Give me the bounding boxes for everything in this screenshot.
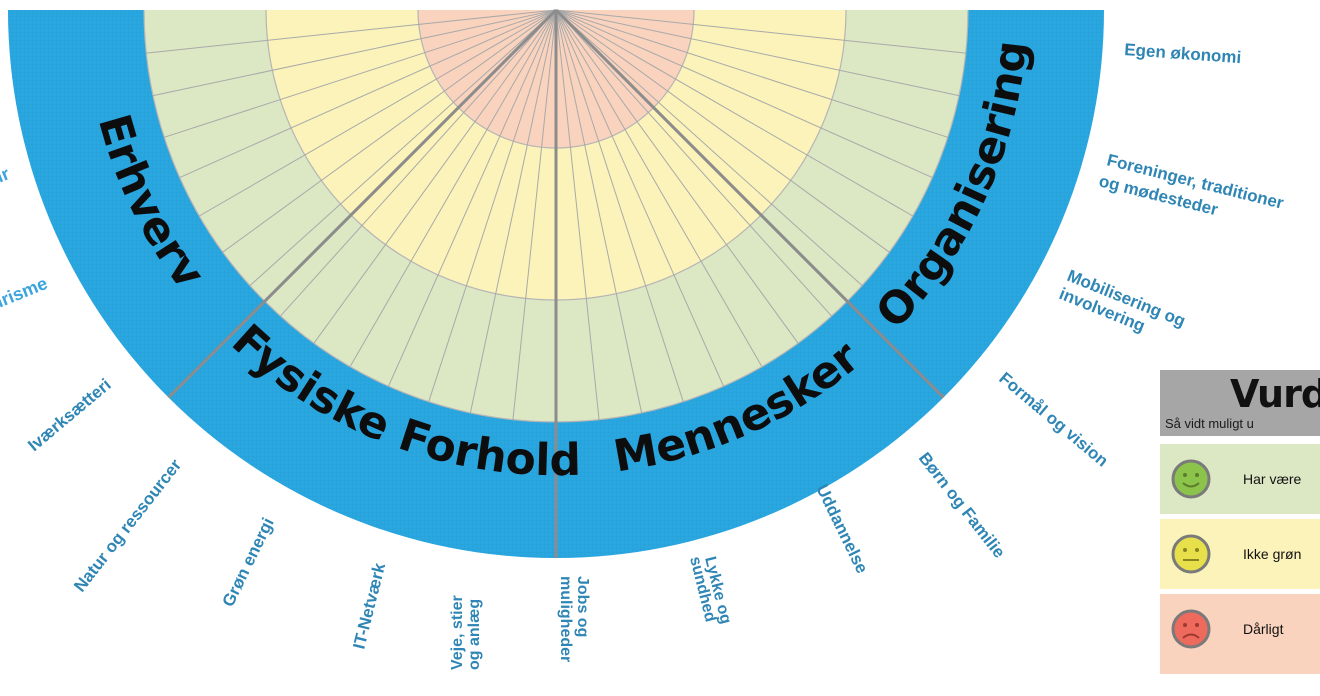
factor-spoke xyxy=(555,9,725,387)
factor-spoke xyxy=(349,9,557,368)
factor-spoke xyxy=(555,9,600,420)
factor-spoke xyxy=(249,9,557,287)
rating-legend: Vurd Så vidt muligt u Har være Ikke grøn… xyxy=(1160,370,1320,696)
legend-item-bad: Dårligt xyxy=(1160,594,1320,674)
factor-spoke xyxy=(555,9,763,368)
legend-header: Vurd Så vidt muligt u xyxy=(1160,370,1320,436)
factor-label-groen-energi: Grøn energi xyxy=(219,515,278,610)
factor-spoke xyxy=(279,9,557,317)
svg-text:Veje, stier: Veje, stier xyxy=(449,595,466,670)
legend-label-bad: Dårligt xyxy=(1243,621,1284,637)
sector-band xyxy=(8,10,1104,558)
band-grid-texture xyxy=(8,10,1104,558)
factor-spoke xyxy=(555,9,890,253)
factor-spoke xyxy=(222,9,557,253)
factor-spoke xyxy=(313,9,557,344)
factor-spoke xyxy=(469,9,557,414)
factor-spoke xyxy=(555,9,863,287)
neutral-smiley-icon xyxy=(1171,534,1211,574)
sector-divider xyxy=(167,8,558,399)
happy-smiley-icon xyxy=(1171,459,1211,499)
factor-spoke xyxy=(555,9,966,54)
factor-spoke xyxy=(198,9,557,217)
legend-label-good: Har være xyxy=(1243,471,1302,487)
factor-label-uddannelse: Uddannelse xyxy=(812,481,871,576)
sad-smiley-icon xyxy=(1171,609,1211,649)
factor-spoke xyxy=(555,9,643,414)
factor-label-lykke-og-sundhed: Lykke og sundhed xyxy=(686,555,734,626)
svg-text:Jobs og: Jobs og xyxy=(574,576,591,637)
factor-spoke xyxy=(555,9,799,344)
factor-spoke xyxy=(179,9,557,179)
factor-label-kultur: ur xyxy=(0,163,12,188)
sector-dividers xyxy=(167,8,945,558)
factor-spoke xyxy=(555,9,960,97)
legend-item-neutral: Ikke grøn xyxy=(1160,519,1320,589)
factor-label-natur-og-ressourcer: Natur og ressourcer xyxy=(70,455,185,595)
factor-spoke xyxy=(387,9,557,387)
factor-label-veje-stier-og-anlaeg: Veje, stier og anlæg xyxy=(449,595,483,670)
legend-title: Vurd xyxy=(1230,372,1320,416)
factor-label-mobilisering-og-involvering: Mobilisering og involvering xyxy=(1057,266,1189,336)
ring-good xyxy=(144,10,968,422)
factor-spoke xyxy=(428,9,557,402)
factor-spoke xyxy=(555,9,948,138)
factor-spoke xyxy=(555,9,914,217)
factor-label-jobs-og-muligheder: Jobs og muligheder xyxy=(557,576,591,662)
factor-label-boern-og-familie: Børn og Familie xyxy=(915,449,1009,562)
factor-spoke xyxy=(152,9,557,97)
svg-text:muligheder: muligheder xyxy=(557,576,574,662)
factor-label-egen-oekonomi: Egen økonomi xyxy=(1124,40,1242,67)
factor-spoke xyxy=(512,9,557,420)
factor-label-it-netvaerk: IT-Netværk xyxy=(349,561,389,651)
factor-spoke xyxy=(146,9,557,54)
factor-spoke xyxy=(555,9,833,317)
legend-label-neutral: Ikke grøn xyxy=(1243,546,1302,562)
legend-item-good: Har være xyxy=(1160,444,1320,514)
legend-subtitle: Så vidt muligt u xyxy=(1165,416,1254,431)
factor-label-turisme: urisme xyxy=(0,273,50,314)
factor-spoke xyxy=(164,9,557,138)
factor-label-formaal-og-vision: Formål og vision xyxy=(995,369,1111,471)
factor-spoke xyxy=(555,9,684,402)
svg-text:og anlæg: og anlæg xyxy=(466,599,483,670)
factor-spoke xyxy=(555,9,933,179)
factor-label-foreninger-traditioner-og-moedesteder: Foreninger, traditioner og mødesteder xyxy=(1097,150,1286,219)
sector-divider xyxy=(554,8,945,399)
factor-label-ivaerksaetteri: Iværksætteri xyxy=(24,375,114,455)
